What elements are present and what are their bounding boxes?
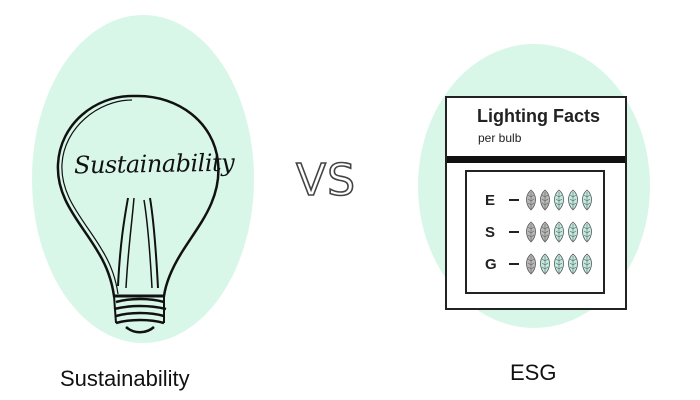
bulb-screw-1: [115, 297, 165, 304]
leaf-filled-icon: [554, 253, 564, 275]
rating-dash: [509, 199, 519, 201]
bulb-filament-right-2: [143, 199, 153, 289]
rating-letter: S: [485, 223, 496, 241]
esg-caption: ESG: [510, 360, 557, 385]
bulb-glass-outline: [56, 94, 220, 298]
leaf-filled-icon: [582, 253, 592, 275]
bulb-base-tip: [125, 326, 155, 334]
rating-letter: E: [485, 191, 496, 209]
sustainability-caption: Sustainability: [60, 366, 190, 391]
leaf-filled-icon: [568, 253, 578, 275]
lighting-facts-subtitle: per bulb: [478, 131, 522, 145]
bulb-filament-left: [117, 197, 129, 287]
bulb-screw-3: [115, 311, 165, 318]
lighting-facts-title: Lighting Facts: [477, 106, 600, 126]
leaf-rating: [524, 189, 594, 211]
bulb-screw-4: [115, 318, 165, 325]
bulb-screw-2: [113, 304, 167, 311]
bulb-filament-left-2: [125, 197, 135, 289]
bulb-base-side-left: [113, 295, 117, 324]
rating-row-e: E: [485, 188, 594, 212]
rating-letter: G: [485, 255, 497, 273]
lighting-facts-divider: [447, 156, 625, 163]
rating-row-g: G: [485, 252, 594, 276]
leaf-filled-icon: [540, 253, 550, 275]
leaf-empty-icon: [540, 189, 550, 211]
leaf-rating: [524, 221, 594, 243]
rating-dash: [509, 263, 519, 265]
leaf-filled-icon: [554, 221, 564, 243]
leaf-filled-icon: [582, 221, 592, 243]
rating-dash: [509, 231, 519, 233]
leaf-empty-icon: [526, 253, 536, 275]
leaf-filled-icon: [568, 189, 578, 211]
rating-row-s: S: [485, 220, 594, 244]
leaf-filled-icon: [568, 221, 578, 243]
leaf-empty-icon: [526, 221, 536, 243]
bulb-glass-outline-inner: [61, 99, 133, 295]
bulb-filament-word: Sustainability: [73, 148, 235, 180]
bulb-filament-right: [149, 197, 159, 289]
versus-text: VS: [295, 154, 357, 207]
leaf-empty-icon: [526, 189, 536, 211]
leaf-empty-icon: [540, 221, 550, 243]
leaf-filled-icon: [582, 189, 592, 211]
leaf-filled-icon: [554, 189, 564, 211]
leaf-rating: [524, 253, 594, 275]
